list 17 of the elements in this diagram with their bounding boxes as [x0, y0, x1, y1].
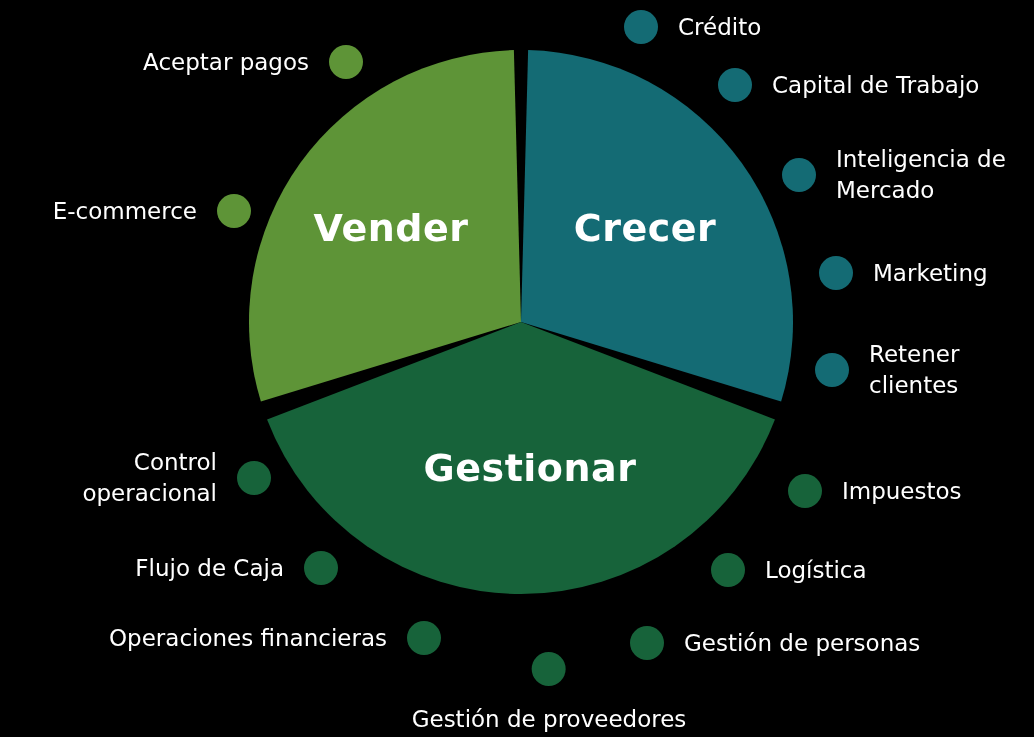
segment-label: Gestionar [423, 446, 637, 490]
item-label: Marketing [873, 258, 988, 288]
item-label: Control operacional [81, 448, 217, 508]
item-label: Crédito [678, 12, 762, 42]
item-label: Aceptar pagos [143, 47, 309, 77]
item-label: E-commerce [52, 196, 197, 226]
segment-label: Vender [313, 206, 469, 250]
segment-label: Crecer [573, 206, 717, 250]
item-label: Gestión de proveedores [411, 705, 687, 734]
item-label: Flujo de Caja [135, 553, 284, 583]
item-label: Impuestos [842, 476, 962, 506]
item-label: Gestión de personas [684, 628, 921, 658]
item-label: Capital de Trabajo [772, 70, 980, 100]
item-label: Logística [765, 555, 867, 585]
item-label: Retener clientes [869, 340, 961, 400]
item-label: Operaciones financieras [109, 623, 387, 653]
item-label: Inteligencia de Mercado [836, 145, 1006, 205]
